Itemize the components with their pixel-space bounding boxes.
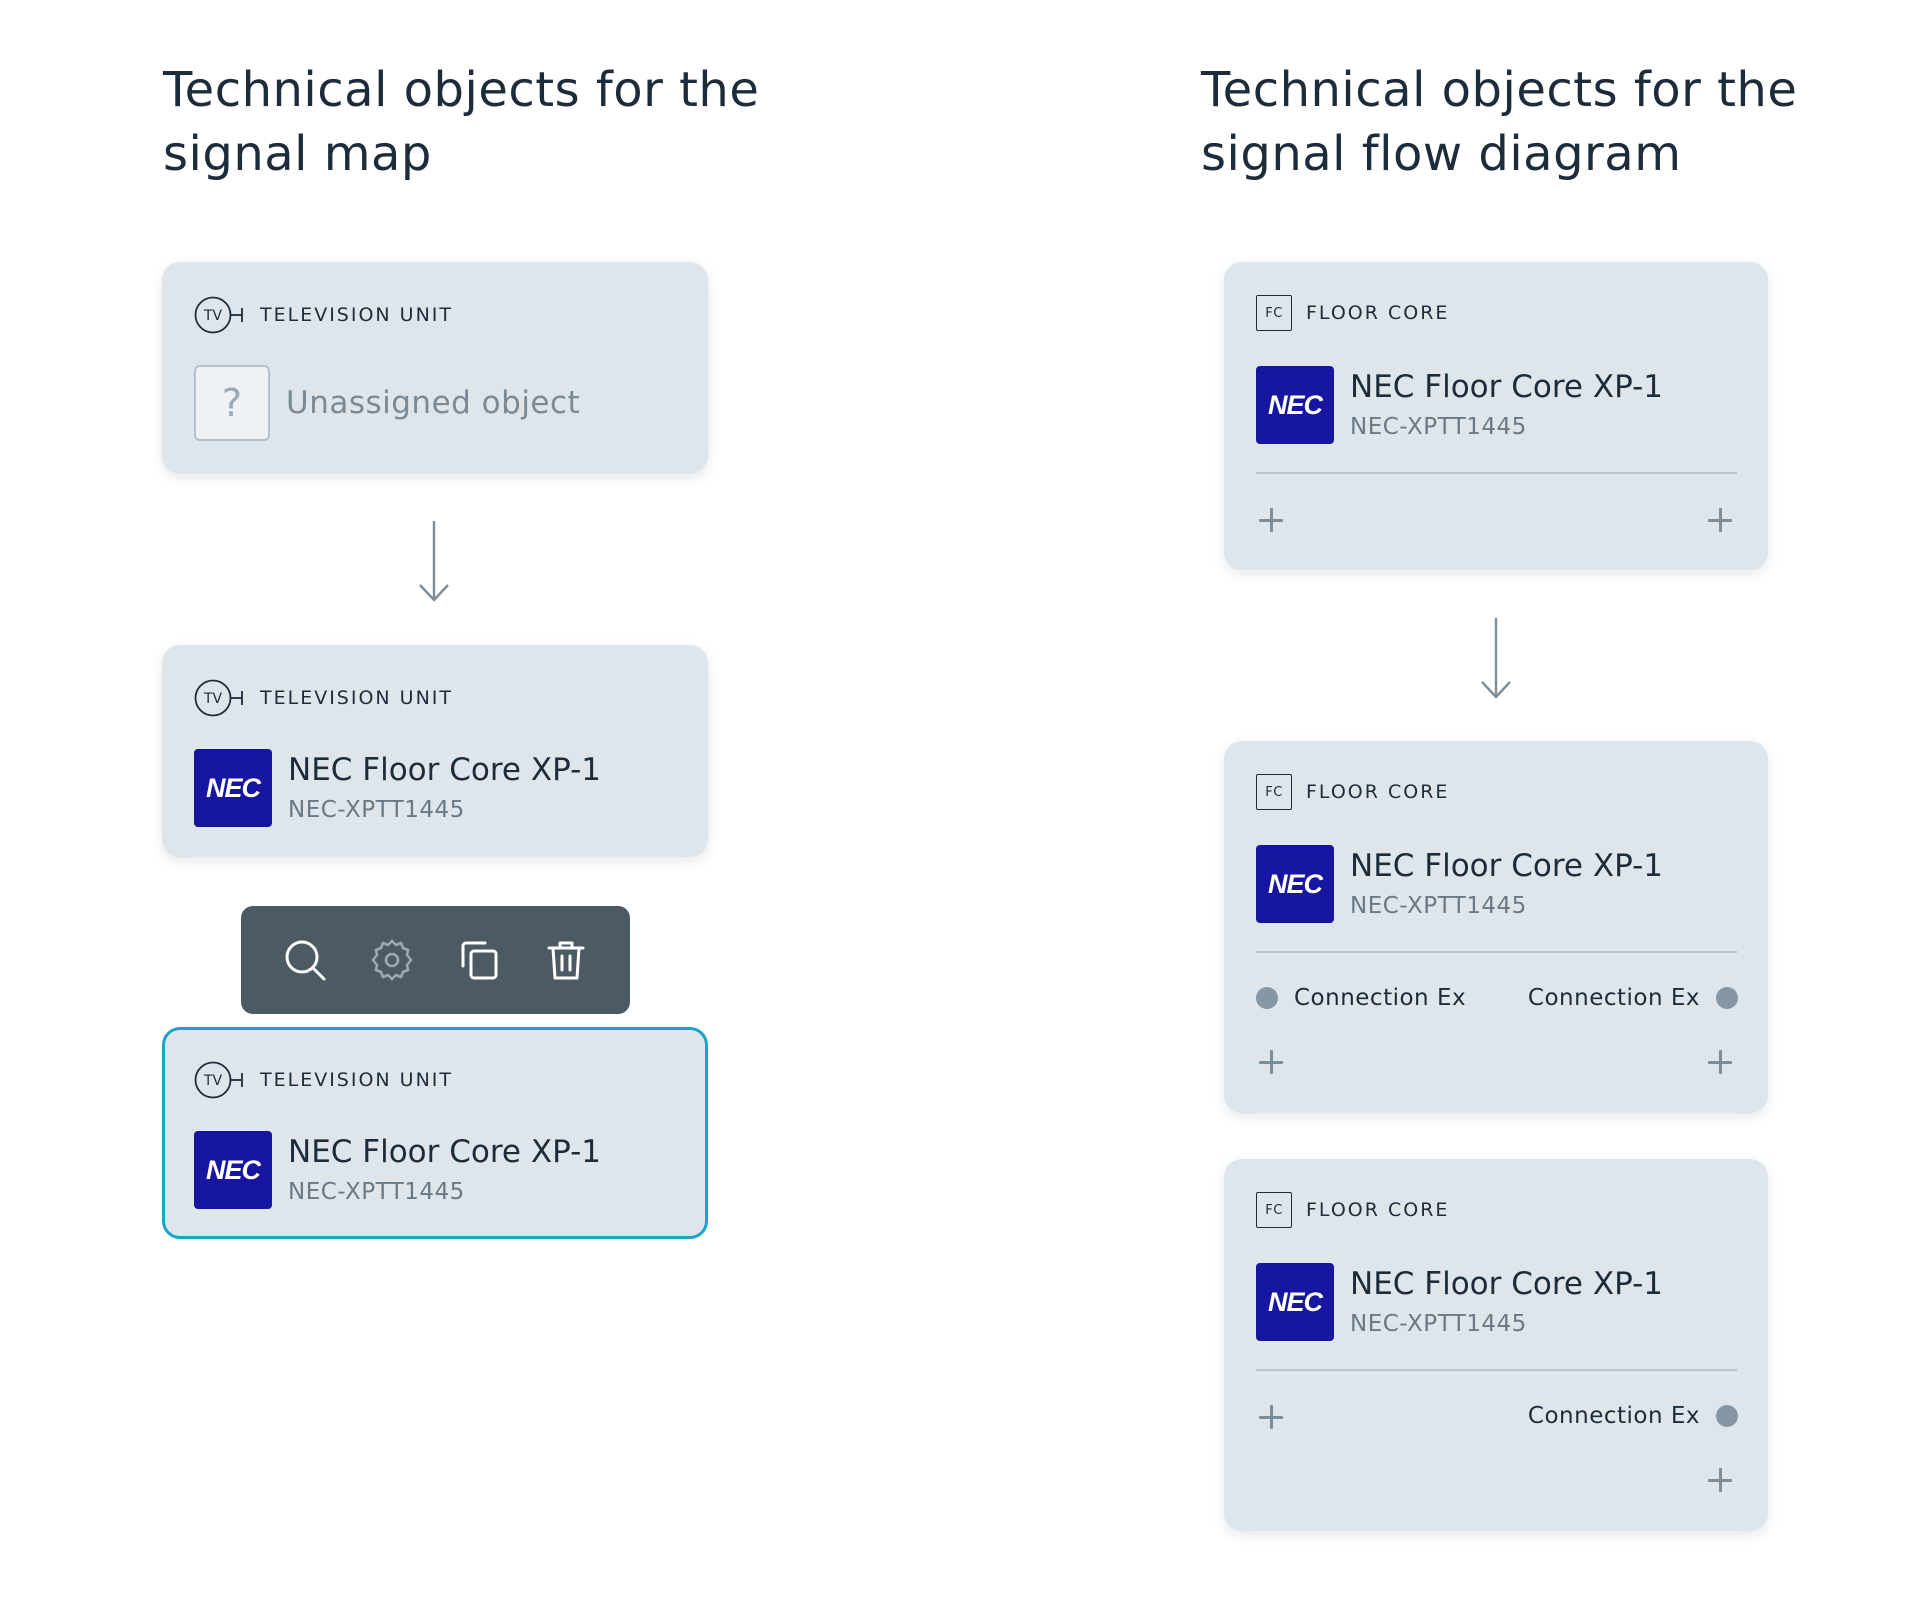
floor-core-icon: FC: [1256, 1192, 1292, 1228]
object-name: NEC Floor Core XP-1: [1350, 369, 1664, 405]
add-output-plus-icon[interactable]: [1707, 1467, 1733, 1493]
object-text: NEC Floor Core XP-1 NEC-XPTT1445: [1350, 846, 1663, 922]
object-text: NEC Floor Core XP-1 NEC-XPTT1445: [1350, 1264, 1663, 1340]
svg-text:TV: TV: [203, 308, 223, 324]
unassigned-object-label: Unassigned object: [286, 385, 581, 421]
object-code: NEC-XPTT1445: [288, 797, 465, 823]
object-name: NEC Floor Core XP-1: [1350, 1266, 1664, 1302]
add-input-plus-icon[interactable]: [1258, 1049, 1284, 1075]
card-object-row: NEC NEC Floor Core XP-1 NEC-XPTT1445: [194, 749, 601, 827]
object-code: NEC-XPTT1445: [1350, 893, 1527, 919]
floor-core-icon: FC: [1256, 774, 1292, 810]
television-unit-icon: TV: [194, 1061, 243, 1099]
question-icon: ?: [194, 365, 270, 441]
signal-flow-card-3[interactable]: FC FLOOR CORE NEC NEC Floor Core XP-1 NE…: [1224, 1159, 1768, 1531]
card-type-row: TV TELEVISION UNIT: [194, 295, 453, 335]
object-text: NEC Floor Core XP-1 NEC-XPTT1445: [288, 1132, 601, 1208]
signal-map-card-assigned[interactable]: TV TELEVISION UNIT NEC NEC Floor Core XP…: [162, 645, 708, 857]
floor-core-icon: FC: [1256, 295, 1292, 331]
signal-flow-heading: Technical objects for the signal flow di…: [1201, 58, 1797, 186]
card-divider: [1256, 472, 1737, 474]
card-type-row: TV TELEVISION UNIT: [194, 678, 453, 718]
card-divider: [1256, 1369, 1737, 1371]
nec-logo: NEC: [194, 1131, 272, 1209]
connection-label: Connection Ex: [1527, 985, 1700, 1011]
object-code: NEC-XPTT1445: [1350, 414, 1527, 440]
add-output-plus-icon[interactable]: [1707, 1049, 1733, 1075]
signal-flow-heading-line1: Technical objects for the: [1201, 62, 1798, 118]
card-type-row: FC FLOOR CORE: [1256, 774, 1449, 810]
card-type-label: FLOOR CORE: [1306, 302, 1450, 324]
card-object-row: NEC NEC Floor Core XP-1 NEC-XPTT1445: [194, 1131, 601, 1209]
card-type-label: TELEVISION UNIT: [260, 687, 454, 709]
connection-output[interactable]: Connection Ex: [1528, 1403, 1738, 1429]
object-text: NEC Floor Core XP-1 NEC-XPTT1445: [1350, 367, 1663, 443]
television-unit-icon: TV: [194, 296, 243, 334]
signal-map-card-unassigned[interactable]: TV TELEVISION UNIT ? Unassigned object: [162, 262, 708, 474]
connection-dot-icon: [1256, 987, 1278, 1009]
arrow-down-icon: [1481, 618, 1511, 699]
add-output-plus-icon[interactable]: [1707, 507, 1733, 533]
arrow-down-icon: [419, 521, 449, 602]
object-name: NEC Floor Core XP-1: [288, 1134, 602, 1170]
add-input-plus-icon[interactable]: [1258, 1404, 1284, 1430]
card-object-row: NEC NEC Floor Core XP-1 NEC-XPTT1445: [1256, 1263, 1663, 1341]
gear-icon[interactable]: [370, 938, 414, 982]
signal-map-heading: Technical objects for the signal map: [163, 58, 759, 186]
card-divider: [1256, 951, 1737, 953]
card-type-label: FLOOR CORE: [1306, 1199, 1450, 1221]
object-text: NEC Floor Core XP-1 NEC-XPTT1445: [288, 750, 601, 826]
object-name: NEC Floor Core XP-1: [1350, 848, 1664, 884]
nec-logo: NEC: [1256, 845, 1334, 923]
object-code: NEC-XPTT1445: [1350, 1311, 1527, 1337]
card-type-label: FLOOR CORE: [1306, 781, 1450, 803]
signal-flow-heading-line2: signal flow diagram: [1201, 126, 1682, 182]
card-object-row: ? Unassigned object: [194, 365, 580, 441]
nec-logo: NEC: [1256, 1263, 1334, 1341]
nec-logo: NEC: [1256, 366, 1334, 444]
signal-flow-card-2[interactable]: FC FLOOR CORE NEC NEC Floor Core XP-1 NE…: [1224, 741, 1768, 1113]
svg-text:TV: TV: [203, 691, 223, 707]
card-object-row: NEC NEC Floor Core XP-1 NEC-XPTT1445: [1256, 845, 1663, 923]
signal-map-heading-line1: Technical objects for the: [163, 62, 760, 118]
object-code: NEC-XPTT1445: [288, 1179, 465, 1205]
object-name: NEC Floor Core XP-1: [288, 752, 602, 788]
connection-input[interactable]: Connection Ex: [1256, 985, 1466, 1011]
card-type-row: FC FLOOR CORE: [1256, 295, 1449, 331]
connection-label: Connection Ex: [1294, 985, 1467, 1011]
card-object-row: NEC NEC Floor Core XP-1 NEC-XPTT1445: [1256, 366, 1663, 444]
card-type-label: TELEVISION UNIT: [260, 304, 454, 326]
television-unit-icon: TV: [194, 679, 243, 717]
add-input-plus-icon[interactable]: [1258, 507, 1284, 533]
connection-dot-icon: [1716, 987, 1738, 1009]
object-action-toolbar: [241, 906, 630, 1014]
trash-icon[interactable]: [544, 938, 588, 982]
signal-flow-card-1[interactable]: FC FLOOR CORE NEC NEC Floor Core XP-1 NE…: [1224, 262, 1768, 570]
connection-output[interactable]: Connection Ex: [1528, 985, 1738, 1011]
svg-text:TV: TV: [203, 1073, 223, 1089]
copy-icon[interactable]: [457, 938, 501, 982]
signal-map-heading-line2: signal map: [163, 126, 432, 182]
connection-label: Connection Ex: [1527, 1403, 1700, 1429]
nec-logo: NEC: [194, 749, 272, 827]
card-type-label: TELEVISION UNIT: [260, 1069, 454, 1091]
search-icon[interactable]: [283, 938, 327, 982]
card-type-row: FC FLOOR CORE: [1256, 1192, 1449, 1228]
signal-map-card-selected[interactable]: TV TELEVISION UNIT NEC NEC Floor Core XP…: [162, 1027, 708, 1239]
card-type-row: TV TELEVISION UNIT: [194, 1060, 453, 1100]
connection-dot-icon: [1716, 1405, 1738, 1427]
